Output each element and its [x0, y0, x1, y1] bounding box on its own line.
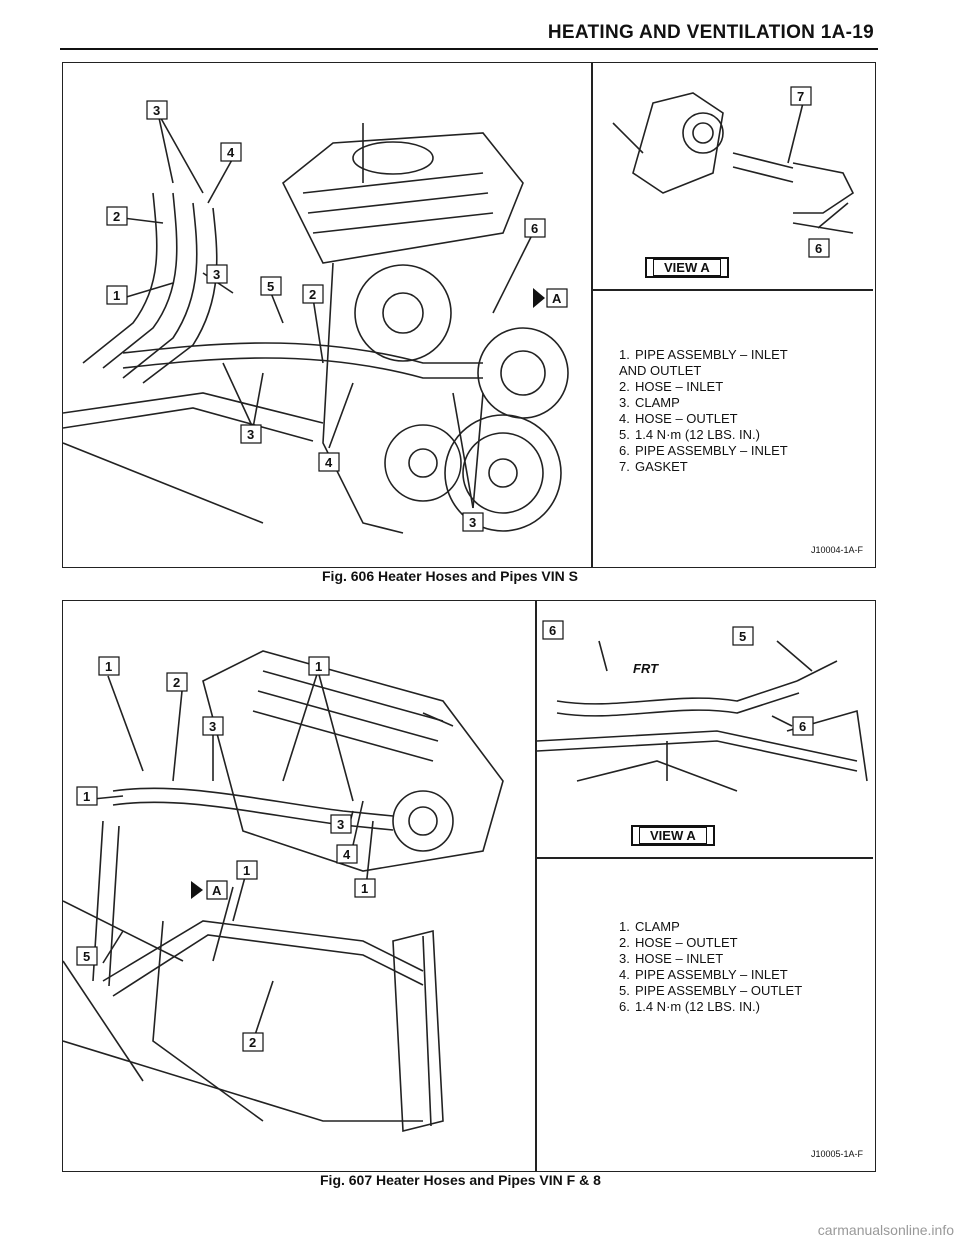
- legend-item: 2.HOSE – INLET: [619, 379, 724, 394]
- legend-item: 1.CLAMP: [619, 919, 680, 934]
- callout-3c: 3: [247, 427, 254, 442]
- callout-6: 6: [531, 221, 538, 236]
- engine-illustration-607: 1 2 1 3 1 3 1 4 A 1 5 2: [63, 650, 504, 1133]
- legend-item: 5.1.4 N·m (12 LBS. IN.): [619, 427, 760, 442]
- figure-607: 1 2 1 3 1 3 1 4 A 1 5 2: [62, 600, 876, 1172]
- legend-item: 5.PIPE ASSEMBLY – OUTLET: [619, 983, 803, 998]
- view-a-illustration-607: 6 5 6 FRT: [537, 620, 868, 792]
- figure-divider: [591, 63, 593, 567]
- callout-6b: 6: [815, 241, 822, 256]
- legend-606: 1.PIPE ASSEMBLY – INLET AND OUTLET 2.HOS…: [619, 347, 788, 475]
- legend-item: 4.PIPE ASSEMBLY – INLET: [619, 967, 788, 982]
- callout-2b: 2: [309, 287, 316, 302]
- figure-code: J10005-1A-F: [810, 1149, 863, 1159]
- callout-1d: 1: [243, 863, 250, 878]
- callout-3: 3: [153, 103, 160, 118]
- callout-A: A: [552, 291, 562, 306]
- callout-1e: 1: [361, 881, 368, 896]
- callout-7: 7: [797, 89, 804, 104]
- callout-5: 5: [267, 279, 274, 294]
- callout-A: A: [212, 883, 222, 898]
- legend-item: 4.HOSE – OUTLET: [619, 411, 738, 426]
- frt-label: FRT: [633, 661, 659, 676]
- legend-item: 6.PIPE ASSEMBLY – INLET: [619, 443, 788, 458]
- page-title: HEATING AND VENTILATION 1A-19: [547, 22, 874, 43]
- legend-607: 1.CLAMP 2.HOSE – OUTLET 3.HOSE – INLET 4…: [619, 919, 802, 1015]
- legend-item: 3.HOSE – INLET: [619, 951, 724, 966]
- callout-2: 2: [113, 209, 120, 224]
- arrow-icon: [191, 881, 203, 899]
- callout-6: 6: [549, 623, 556, 638]
- callout-1: 1: [113, 288, 120, 303]
- figure-606: 3 4 2 1 3 5 2 6 A 3 4 3: [62, 62, 876, 568]
- callout-4: 4: [227, 145, 235, 160]
- figure-divider: [535, 601, 537, 1171]
- figure-caption-607: Fig. 607 Heater Hoses and Pipes VIN F & …: [320, 1172, 601, 1188]
- callout-3b: 3: [337, 817, 344, 832]
- callout-2: 2: [173, 675, 180, 690]
- callout-5b: 5: [739, 629, 746, 644]
- callout-4b: 4: [325, 455, 333, 470]
- arrow-icon: [533, 288, 545, 308]
- view-a-illustration-606: 7 6: [612, 86, 855, 258]
- watermark: carmanualsonline.info: [817, 1222, 954, 1238]
- callout-4: 4: [343, 847, 351, 862]
- callout-3: 3: [209, 719, 216, 734]
- legend-item-cont: AND OUTLET: [619, 363, 702, 378]
- legend-item: 3.CLAMP: [619, 395, 680, 410]
- legend-item: 6.1.4 N·m (12 LBS. IN.): [619, 999, 760, 1014]
- callout-1c: 1: [83, 789, 90, 804]
- callout-6b: 6: [799, 719, 806, 734]
- page-header: HEATING AND VENTILATION 1A-19: [60, 18, 878, 50]
- inset-divider: [593, 289, 873, 291]
- legend-item: 7.GASKET: [619, 459, 688, 474]
- figure-caption-606: Fig. 606 Heater Hoses and Pipes VIN S: [322, 568, 578, 584]
- legend-item: 1.PIPE ASSEMBLY – INLET: [619, 347, 788, 362]
- callout-1: 1: [105, 659, 112, 674]
- view-a-label: VIEW A: [631, 825, 715, 846]
- callout-2b: 2: [249, 1035, 256, 1050]
- callout-5: 5: [83, 949, 90, 964]
- view-a-label: VIEW A: [645, 257, 729, 278]
- inset-divider: [537, 857, 873, 859]
- callout-3b: 3: [213, 267, 220, 282]
- figure-code: J10004-1A-F: [810, 545, 863, 555]
- legend-item: 2.HOSE – OUTLET: [619, 935, 738, 950]
- callout-3d: 3: [469, 515, 476, 530]
- engine-illustration-606: 3 4 2 1 3 5 2 6 A 3 4 3: [63, 100, 569, 534]
- callout-1b: 1: [315, 659, 322, 674]
